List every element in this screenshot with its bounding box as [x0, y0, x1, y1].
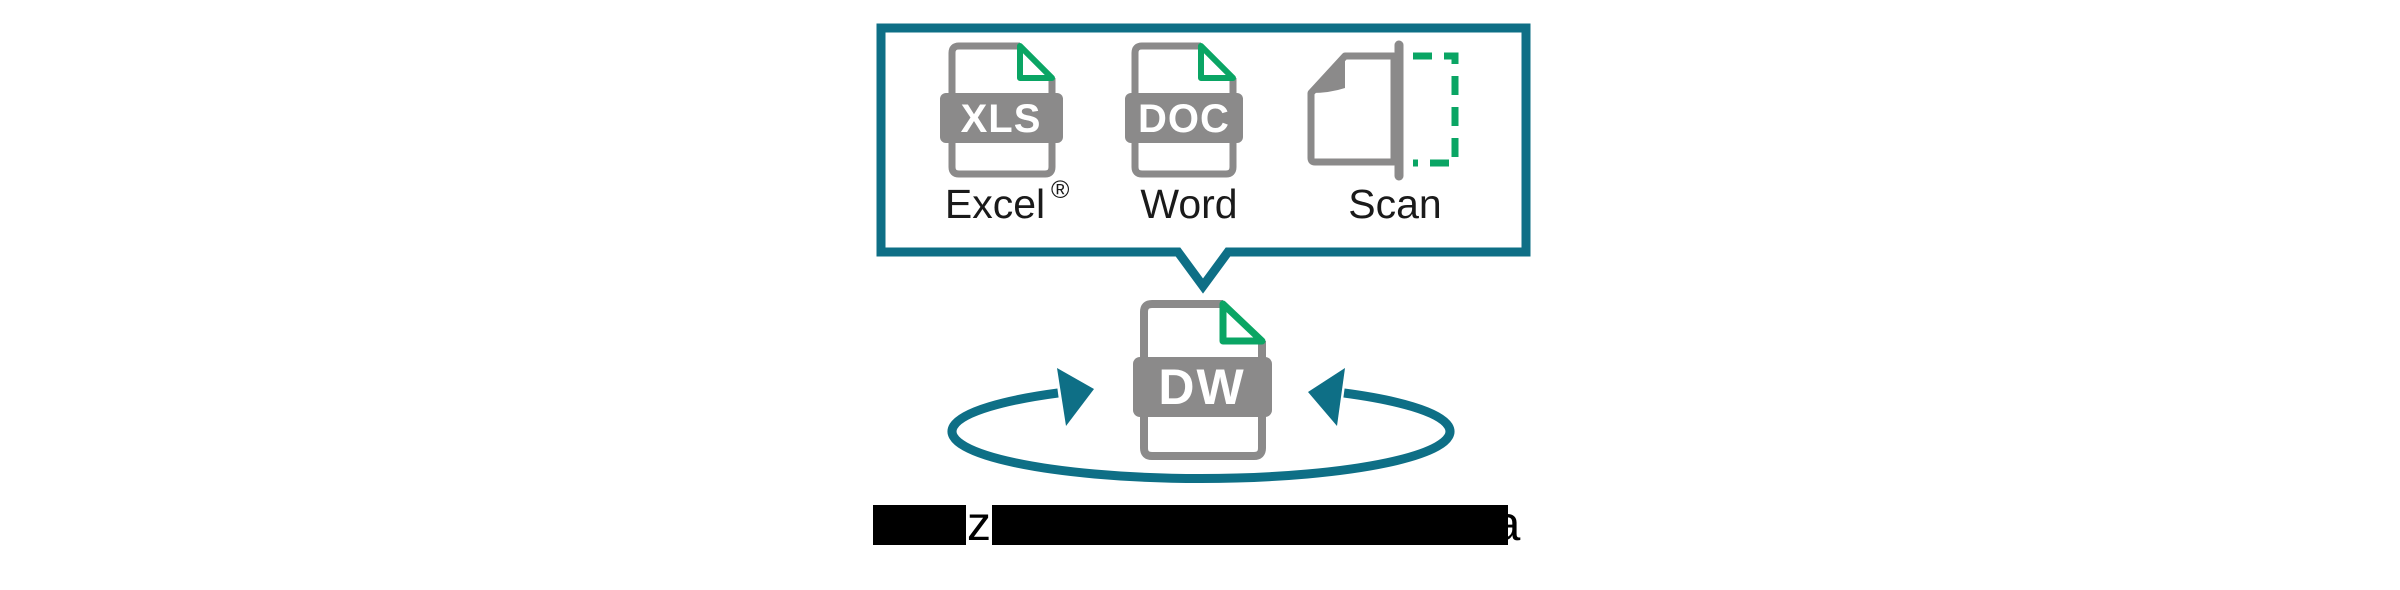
caption-redaction-bar-right — [992, 505, 1508, 545]
caption-redaction-bar-left — [873, 505, 966, 545]
word-badge-band — [1125, 93, 1243, 143]
docuware-folded-corner-icon — [1219, 300, 1266, 345]
excel-label: Excel — [945, 181, 1045, 227]
scan-icon — [1307, 40, 1459, 181]
scan-label: Scan — [1348, 181, 1441, 227]
excel-registered-mark: ® — [1051, 176, 1070, 204]
docuware-file-icon: DW — [1133, 300, 1272, 460]
word-label: Word — [1140, 181, 1237, 227]
word-file-icon: DOC — [1125, 42, 1243, 178]
word-badge-text: DOC — [1138, 97, 1230, 141]
cycle-arrowhead-left-icon — [1057, 368, 1094, 426]
cycle-ellipse-arc — [947, 388, 1455, 483]
excel-badge-band — [940, 93, 1063, 143]
cycle-arrows — [947, 368, 1455, 483]
caption-redacted: z a — [873, 498, 1521, 551]
docuware-badge-band — [1133, 357, 1272, 417]
cycle-arrowhead-right-icon — [1308, 368, 1345, 426]
excel-badge-text: XLS — [961, 97, 1042, 141]
caption-visible-letter-mid: z — [967, 498, 991, 551]
word-folded-corner-icon — [1198, 43, 1236, 81]
caption-visible-letter-end: a — [1494, 498, 1521, 551]
scan-folded-corner-icon — [1311, 56, 1345, 93]
excel-folded-corner-icon — [1017, 43, 1055, 81]
scan-ghost-page-icon — [1413, 52, 1459, 167]
docuware-badge-text: DW — [1158, 359, 1245, 415]
excel-file-icon: XLS — [940, 42, 1063, 178]
